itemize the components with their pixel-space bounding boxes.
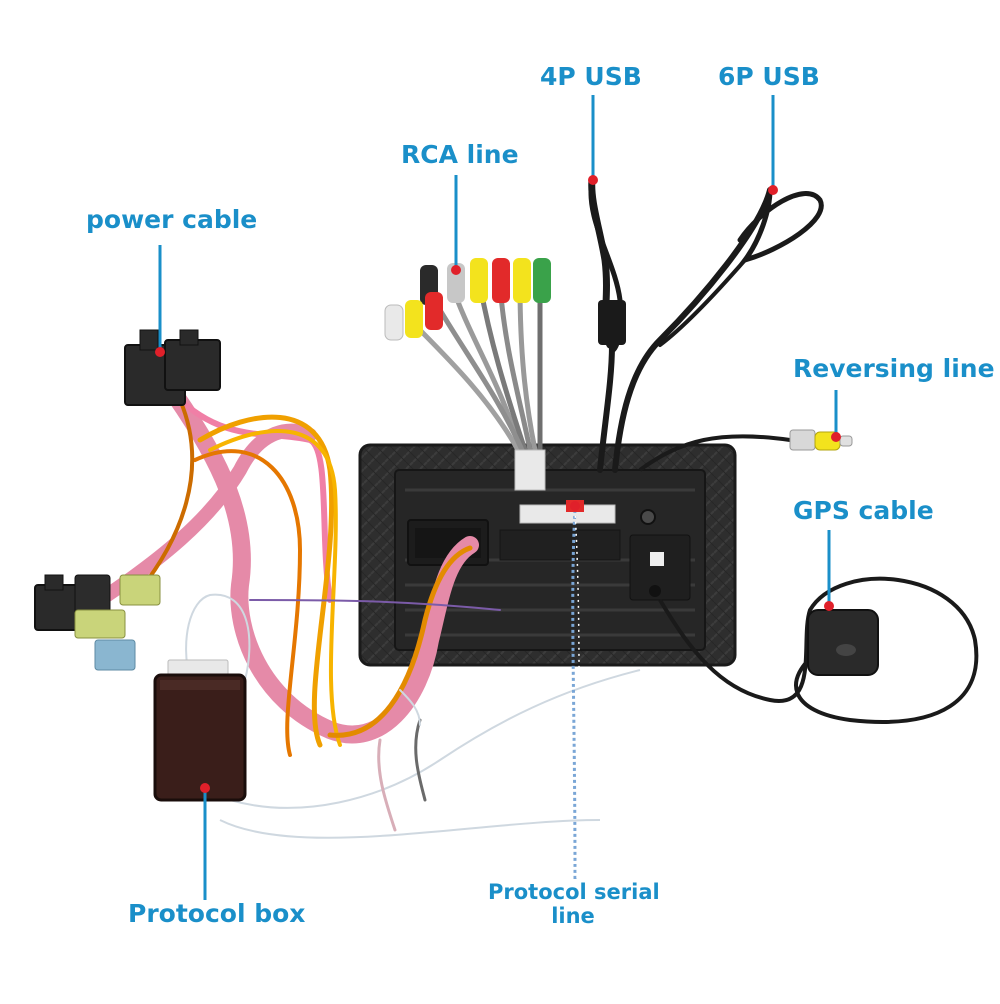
usb-cables — [588, 176, 824, 473]
protocol-box-marker — [200, 783, 210, 793]
power-connectors — [34, 329, 221, 671]
callout-markers — [155, 175, 841, 793]
gps-cable-label: GPS cable — [793, 496, 934, 525]
reversing-line-marker — [831, 432, 841, 442]
protocol-serial-line-label-2: line — [551, 904, 595, 929]
callout-lines — [158, 95, 838, 900]
reversing-line-label: Reversing line — [793, 354, 995, 383]
usb-4p-marker — [588, 175, 598, 185]
usb-6p-label: 6P USB — [718, 62, 820, 91]
protocol-box — [153, 593, 641, 839]
protocol-box-label: Protocol box — [128, 899, 306, 928]
protocol-serial-line-label: Protocol serial line — [488, 880, 660, 929]
gps-cable-marker — [824, 601, 834, 611]
loose-wires — [377, 689, 427, 832]
reversing-line-cable — [638, 429, 853, 472]
rca-line-label: RCA line — [401, 140, 519, 169]
protocol-serial-line-marker — [570, 501, 580, 511]
usb-6p-marker — [768, 185, 778, 195]
protocol-serial-line-label-1: Protocol serial — [488, 880, 660, 904]
rca-line-marker — [451, 265, 461, 275]
power-cable-marker — [155, 347, 165, 357]
power-cable-label: power cable — [86, 205, 258, 234]
gps-antenna — [658, 576, 979, 724]
power-harness — [93, 386, 501, 757]
usb-4p-label: 4P USB — [540, 62, 642, 91]
rca-cluster — [384, 258, 551, 491]
